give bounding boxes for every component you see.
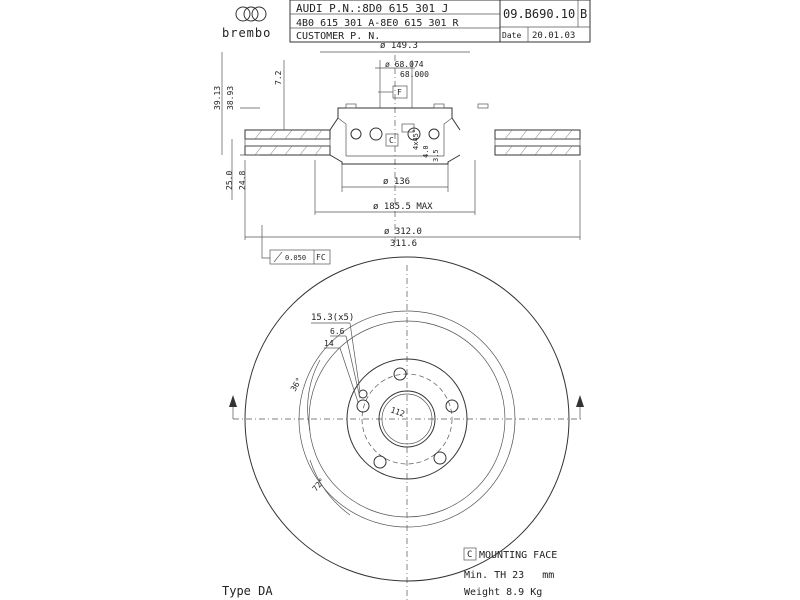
customer-part-number: CUSTOMER P. N.	[296, 31, 380, 42]
dim-4-0: 4.0	[422, 145, 430, 158]
revision-letter: B	[580, 7, 587, 21]
bolt-hole	[356, 399, 370, 413]
datum-flag-f: F	[397, 88, 402, 97]
dim-height-max: 39.13	[213, 86, 222, 110]
runout-datum: FC	[316, 253, 326, 262]
bolt-hole-size: 15.3(x5)	[311, 313, 354, 323]
dim-hole-angle: 4x45°	[412, 129, 420, 150]
brembo-part-number: 09.B690.10	[503, 7, 575, 21]
dim-pilot-bore-min: 68.000	[400, 70, 429, 79]
bolt-hole	[373, 455, 387, 469]
pcd-112: 112	[389, 405, 406, 418]
brembo-wordmark: brembo	[222, 26, 271, 40]
dim-311-6: 311.6	[390, 239, 417, 249]
minimum-thickness: Min. TH 23 mm	[464, 570, 554, 581]
audi-part-number: AUDI P.N.:8D0 615 301 J	[296, 2, 448, 15]
disc-front-view: 15.3(x5) 6.6 14 36° 72° 112	[229, 256, 584, 600]
runout-tolerance-frame: 0.050 FC	[261, 225, 331, 265]
date-value: 20.01.03	[532, 31, 575, 41]
disc-cross-section	[244, 55, 581, 250]
bolt-hole	[445, 399, 459, 413]
dim-hub-outer-diameter: ø 149.3	[380, 41, 418, 51]
dim-14: 14	[324, 339, 334, 348]
title-block: AUDI P.N.:8D0 615 301 J 4B0 615 301 A-8E…	[289, 0, 591, 43]
runout-value: 0.050	[285, 254, 306, 262]
section-arrow-right	[576, 395, 584, 407]
dim-pilot-bore-max: ø 68.074	[385, 60, 424, 69]
dim-185-max: ø 185.5 MAX	[373, 202, 433, 212]
dim-thickness-min: 24.8	[238, 171, 247, 190]
angle-72: 72°	[311, 476, 327, 493]
mounting-face-letter: C	[467, 550, 472, 560]
alt-part-numbers: 4B0 615 301 A-8E0 615 301 R	[296, 18, 460, 29]
mounting-face-label: MOUNTING FACE	[479, 550, 557, 561]
dim-height-min: 38.93	[226, 86, 235, 110]
bolt-hole	[433, 451, 447, 465]
bolt-hole	[393, 367, 407, 381]
section-dimensions: ø 149.3 ø 68.074 68.000 F 39.13 38.93 7.…	[213, 41, 581, 249]
dim-6-6: 6.6	[330, 327, 345, 336]
brembo-logo: brembo	[222, 6, 271, 40]
date-label: Date	[502, 31, 521, 40]
angle-36: 36°	[289, 376, 304, 393]
disc-weight: Weight 8.9 Kg	[464, 587, 542, 598]
dim-136: ø 136	[383, 177, 410, 187]
dim-3-5: 3.5	[432, 149, 440, 162]
dim-hat-depth: 7.2	[274, 70, 283, 85]
dim-thickness-max: 25.0	[225, 171, 234, 190]
disc-type-label: Type DA	[222, 584, 273, 598]
notes-block: C MOUNTING FACE Min. TH 23 mm Weight 8.9…	[463, 547, 557, 598]
datum-c-label: C	[389, 136, 394, 145]
dim-312: ø 312.0	[384, 227, 422, 237]
section-arrow-left	[229, 395, 237, 407]
